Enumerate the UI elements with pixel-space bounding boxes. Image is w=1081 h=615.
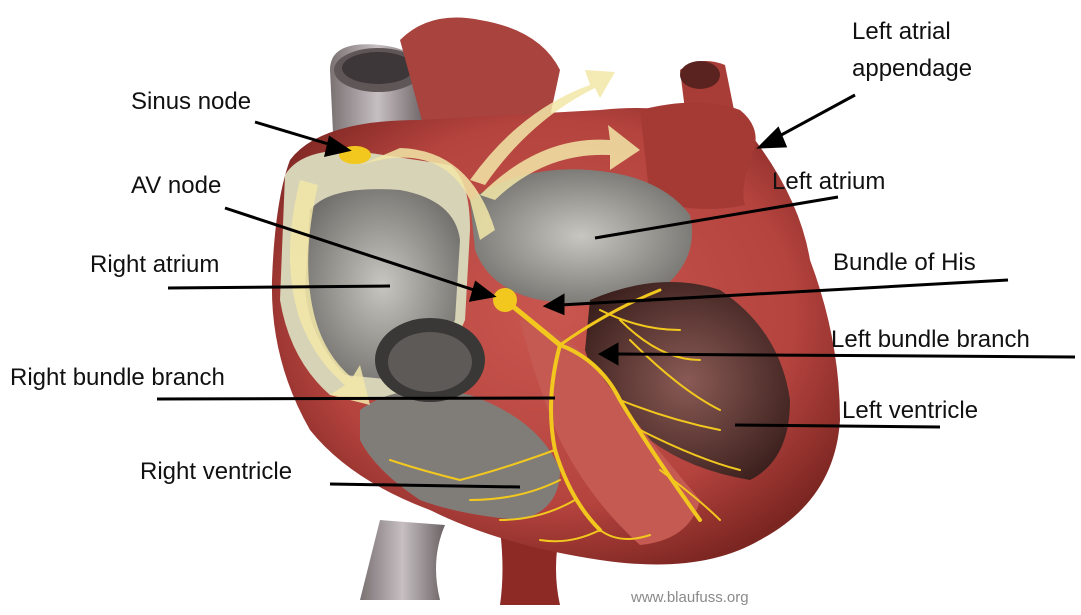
label-right-ventricle: Right ventricle [140,458,292,486]
pointer-right-atrium [168,286,390,288]
pointer-right-bundle-branch [157,398,555,399]
watermark: www.blaufuss.org [631,589,749,606]
label-sinus-node: Sinus node [131,88,251,116]
pointer-left-ventricle [735,425,940,427]
label-right-bundle-branch: Right bundle branch [10,364,225,392]
label-left-ventricle: Left ventricle [842,397,978,425]
label-left-bundle-branch: Left bundle branch [831,326,1030,354]
label-left-atrium: Left atrium [772,168,885,196]
label-left-atrial-appendage-line1: Left atrial [852,18,951,46]
label-bundle-of-his: Bundle of His [833,249,976,277]
label-right-atrium: Right atrium [90,251,219,279]
label-av-node: AV node [131,172,221,200]
pointer-left-atrial-appendage [772,95,855,140]
pointer-sinus-node [255,122,335,146]
label-left-atrial-appendage-line2: appendage [852,55,972,83]
